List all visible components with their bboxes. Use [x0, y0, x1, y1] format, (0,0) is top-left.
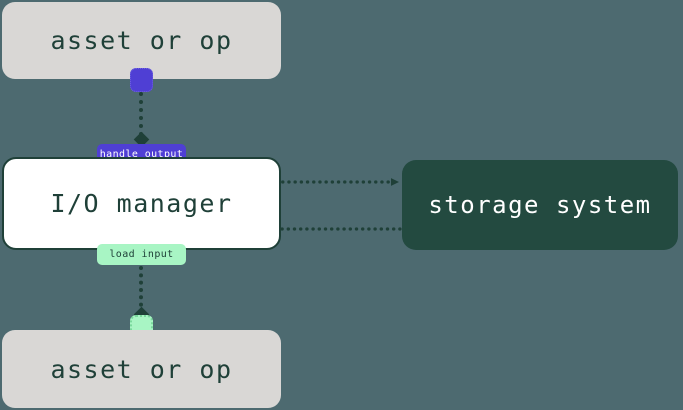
- node-asset-or-op-top-label: asset or op: [50, 26, 233, 55]
- node-storage-system[interactable]: storage system: [402, 160, 678, 250]
- output-port-icon[interactable]: [130, 68, 153, 92]
- node-asset-or-op-bottom[interactable]: asset or op: [2, 330, 281, 408]
- connector-line-input: [139, 266, 143, 314]
- connector-line-output: [139, 92, 143, 136]
- node-io-manager-label: I/O manager: [50, 189, 233, 218]
- edge-label-load-input-text: load input: [109, 249, 174, 260]
- node-storage-system-label: storage system: [428, 191, 652, 219]
- node-asset-or-op-bottom-label: asset or op: [50, 354, 233, 384]
- edge-label-load-input[interactable]: load input: [97, 244, 186, 265]
- edge-label-handle-output-text: handle output: [99, 149, 184, 160]
- node-asset-or-op-top[interactable]: asset or op: [2, 2, 281, 79]
- node-io-manager[interactable]: I/O manager: [2, 157, 281, 250]
